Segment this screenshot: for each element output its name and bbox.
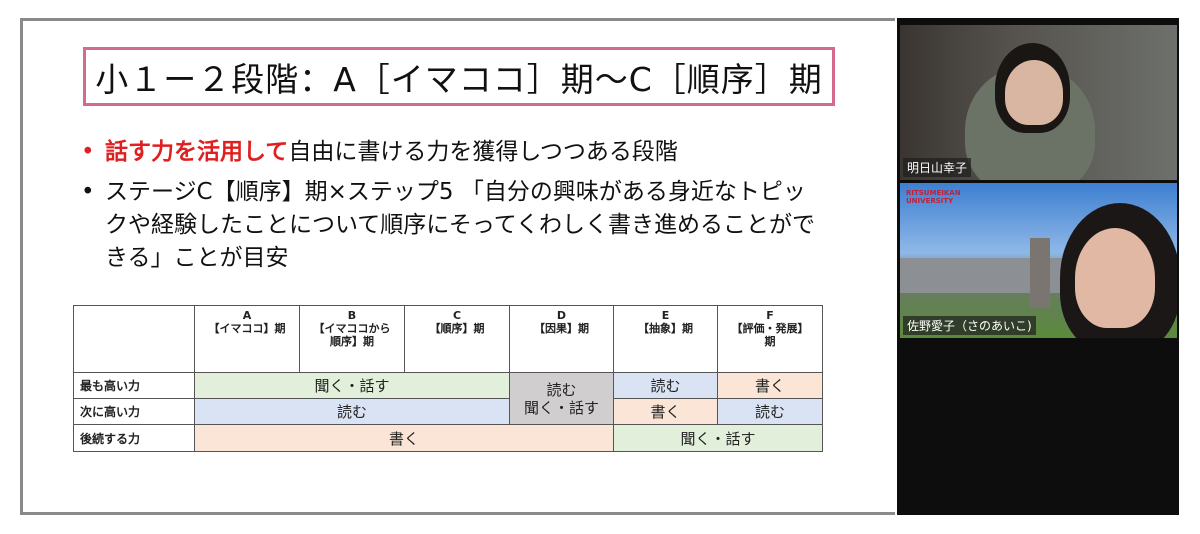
header-letter: C <box>452 309 462 322</box>
header-c: C【順序】期 <box>404 305 510 373</box>
stage-table: A【イマココ】期 B【イマココから順序】期 C【順序】期 D【因果】期 E【抽象… <box>73 305 823 453</box>
person-face <box>1005 60 1063 125</box>
bullet-2: • ステージC【順序】期×ステップ5 「自分の興味がある身近なトピックや経験した… <box>81 176 825 275</box>
header-label: 【抽象】期 <box>638 322 693 335</box>
header-letter: D <box>556 309 567 322</box>
participant-name: 佐野愛子（さのあいこ) <box>903 316 1036 335</box>
participant-panel: 明日山幸子 RITSUMEIKAN UNIVERSITY 佐野愛子（さのあいこ) <box>897 18 1179 515</box>
cell-read: 読む <box>717 398 823 425</box>
header-f: F【評価・発展】期 <box>717 305 823 373</box>
cell-read: 読む <box>613 372 718 399</box>
header-e: E【抽象】期 <box>613 305 718 373</box>
cell-read: 読む <box>194 398 510 425</box>
bullet-1: • 話す力を活用して自由に書ける力を獲得しつつある段階 <box>81 139 678 165</box>
header-letter: F <box>766 309 774 322</box>
cell-listen-speak: 聞く・話す <box>613 424 823 452</box>
header-b: B【イマココから順序】期 <box>299 305 405 373</box>
row-label: 次に高い力 <box>73 398 195 425</box>
presentation-slide: 小１ー２段階：A［イマココ］期～C［順序］期 • 話す力を活用して自由に書ける力… <box>20 18 895 515</box>
header-d: D【因果】期 <box>509 305 614 373</box>
header-a: A【イマココ】期 <box>194 305 300 373</box>
cell-listen-speak: 聞く・話す <box>194 372 510 399</box>
bullet-highlight: 話す力を活用して <box>105 139 289 165</box>
header-label: 【因果】期 <box>534 322 589 335</box>
header-letter: B <box>347 309 357 322</box>
row-label: 最も高い力 <box>73 372 195 399</box>
cell-mixed: 読む 聞く・話す <box>509 372 614 425</box>
header-letter: E <box>661 309 670 322</box>
person-face <box>1075 228 1155 328</box>
header-label: 【イマココから順序】期 <box>313 322 391 348</box>
header-label: 【評価・発展】期 <box>731 322 809 348</box>
cell-write: 書く <box>194 424 614 452</box>
participant-video-2[interactable]: RITSUMEIKAN UNIVERSITY 佐野愛子（さのあいこ) <box>900 183 1177 338</box>
header-label: 【イマココ】期 <box>208 322 286 335</box>
cell-write: 書く <box>613 398 718 425</box>
participant-video-1[interactable]: 明日山幸子 <box>900 25 1177 180</box>
university-logo: RITSUMEIKAN UNIVERSITY <box>906 189 961 205</box>
corner-cell <box>73 305 195 373</box>
header-label: 【順序】期 <box>429 322 485 335</box>
cell-write: 書く <box>717 372 823 399</box>
clock-tower <box>1030 238 1050 308</box>
participant-name: 明日山幸子 <box>903 158 972 177</box>
header-letter: A <box>242 309 252 322</box>
bullet-text: ステージC【順序】期×ステップ5 「自分の興味がある身近なトピックや経験したこと… <box>105 179 816 271</box>
slide-title: 小１ー２段階：A［イマココ］期～C［順序］期 <box>83 47 835 106</box>
bullet-text: 自由に書ける力を獲得しつつある段階 <box>288 139 678 165</box>
row-label: 後続する力 <box>73 424 195 452</box>
